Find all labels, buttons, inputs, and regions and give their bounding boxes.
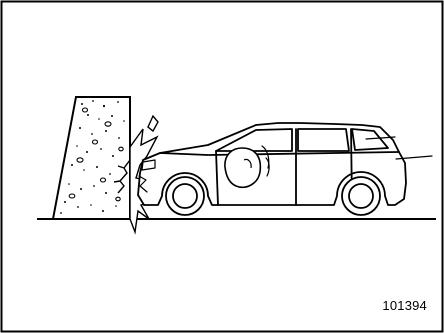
rear-wheel xyxy=(342,177,380,215)
concrete-barrier xyxy=(53,97,130,219)
figure-id-label: 101394 xyxy=(382,298,427,313)
front-wheel xyxy=(166,177,204,215)
deployed-airbag xyxy=(225,148,260,187)
